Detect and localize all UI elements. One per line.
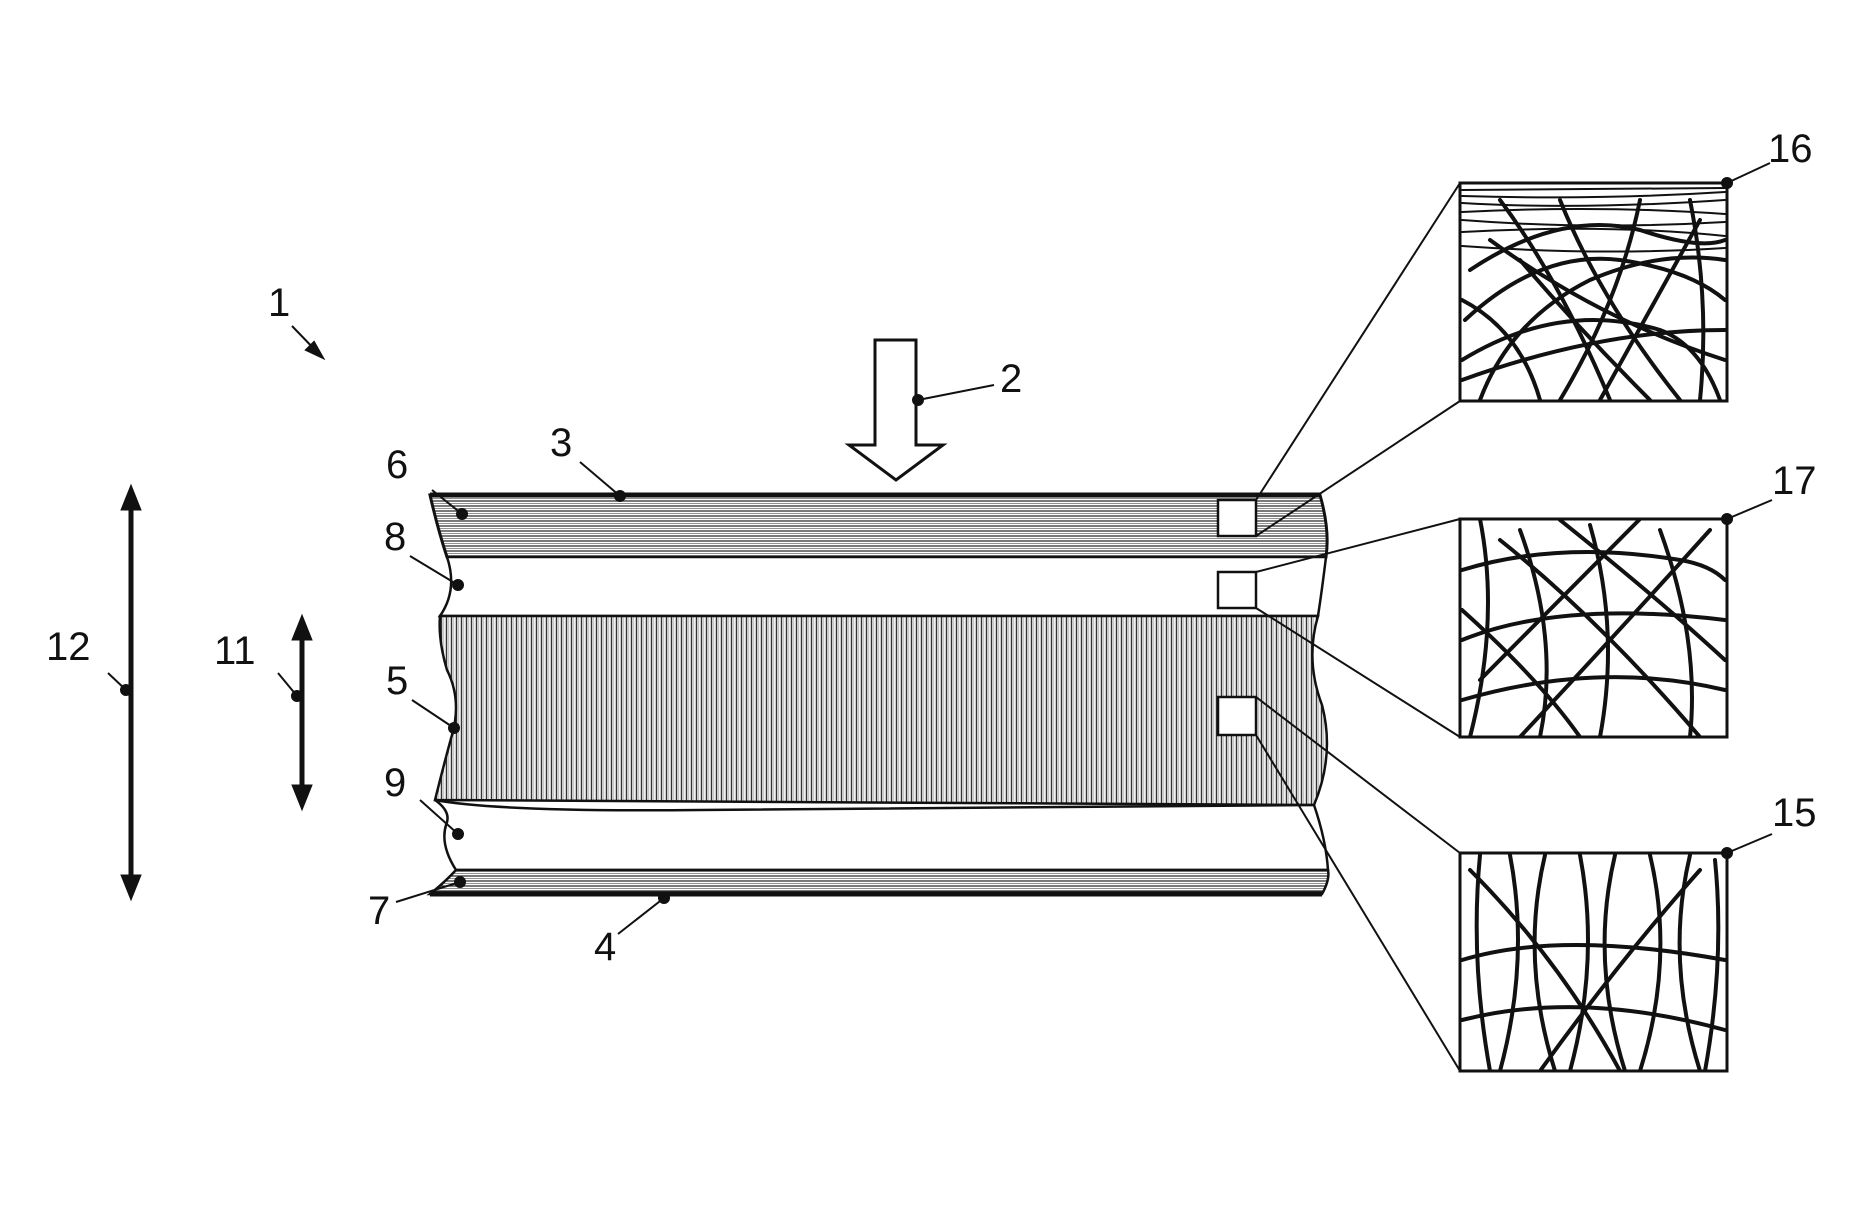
load-arrow [849, 340, 943, 480]
lower-interlayer [435, 800, 1328, 870]
connector-lines [1256, 183, 1460, 1071]
inset-core-fibers [1460, 853, 1727, 1071]
core-layer [435, 616, 1327, 805]
sample-square-core [1218, 697, 1256, 735]
label-7: 7 [368, 889, 390, 933]
inset-interlayer-fibers [1460, 519, 1727, 737]
core-thickness-arrow [292, 615, 312, 810]
label-2: 2 [1000, 357, 1022, 401]
label-16: 16 [1768, 127, 1813, 171]
label-3: 3 [550, 421, 572, 465]
label-8: 8 [384, 515, 406, 559]
label-17: 17 [1772, 459, 1817, 503]
label-12: 12 [46, 625, 91, 669]
label-15: 15 [1772, 791, 1817, 835]
label-9: 9 [384, 761, 406, 805]
layered-panel [430, 495, 1328, 894]
top-skin-layer [430, 495, 1327, 557]
label-5: 5 [386, 659, 408, 703]
bottom-skin-layer [430, 870, 1328, 894]
upper-interlayer [440, 557, 1326, 616]
inset-top-fibers [1460, 183, 1727, 401]
label-11: 11 [214, 629, 256, 673]
sample-square-top [1218, 500, 1256, 536]
sample-square-interlayer [1218, 572, 1256, 608]
label-6: 6 [386, 443, 408, 487]
label-1: 1 [268, 281, 290, 325]
label-4: 4 [594, 925, 616, 969]
